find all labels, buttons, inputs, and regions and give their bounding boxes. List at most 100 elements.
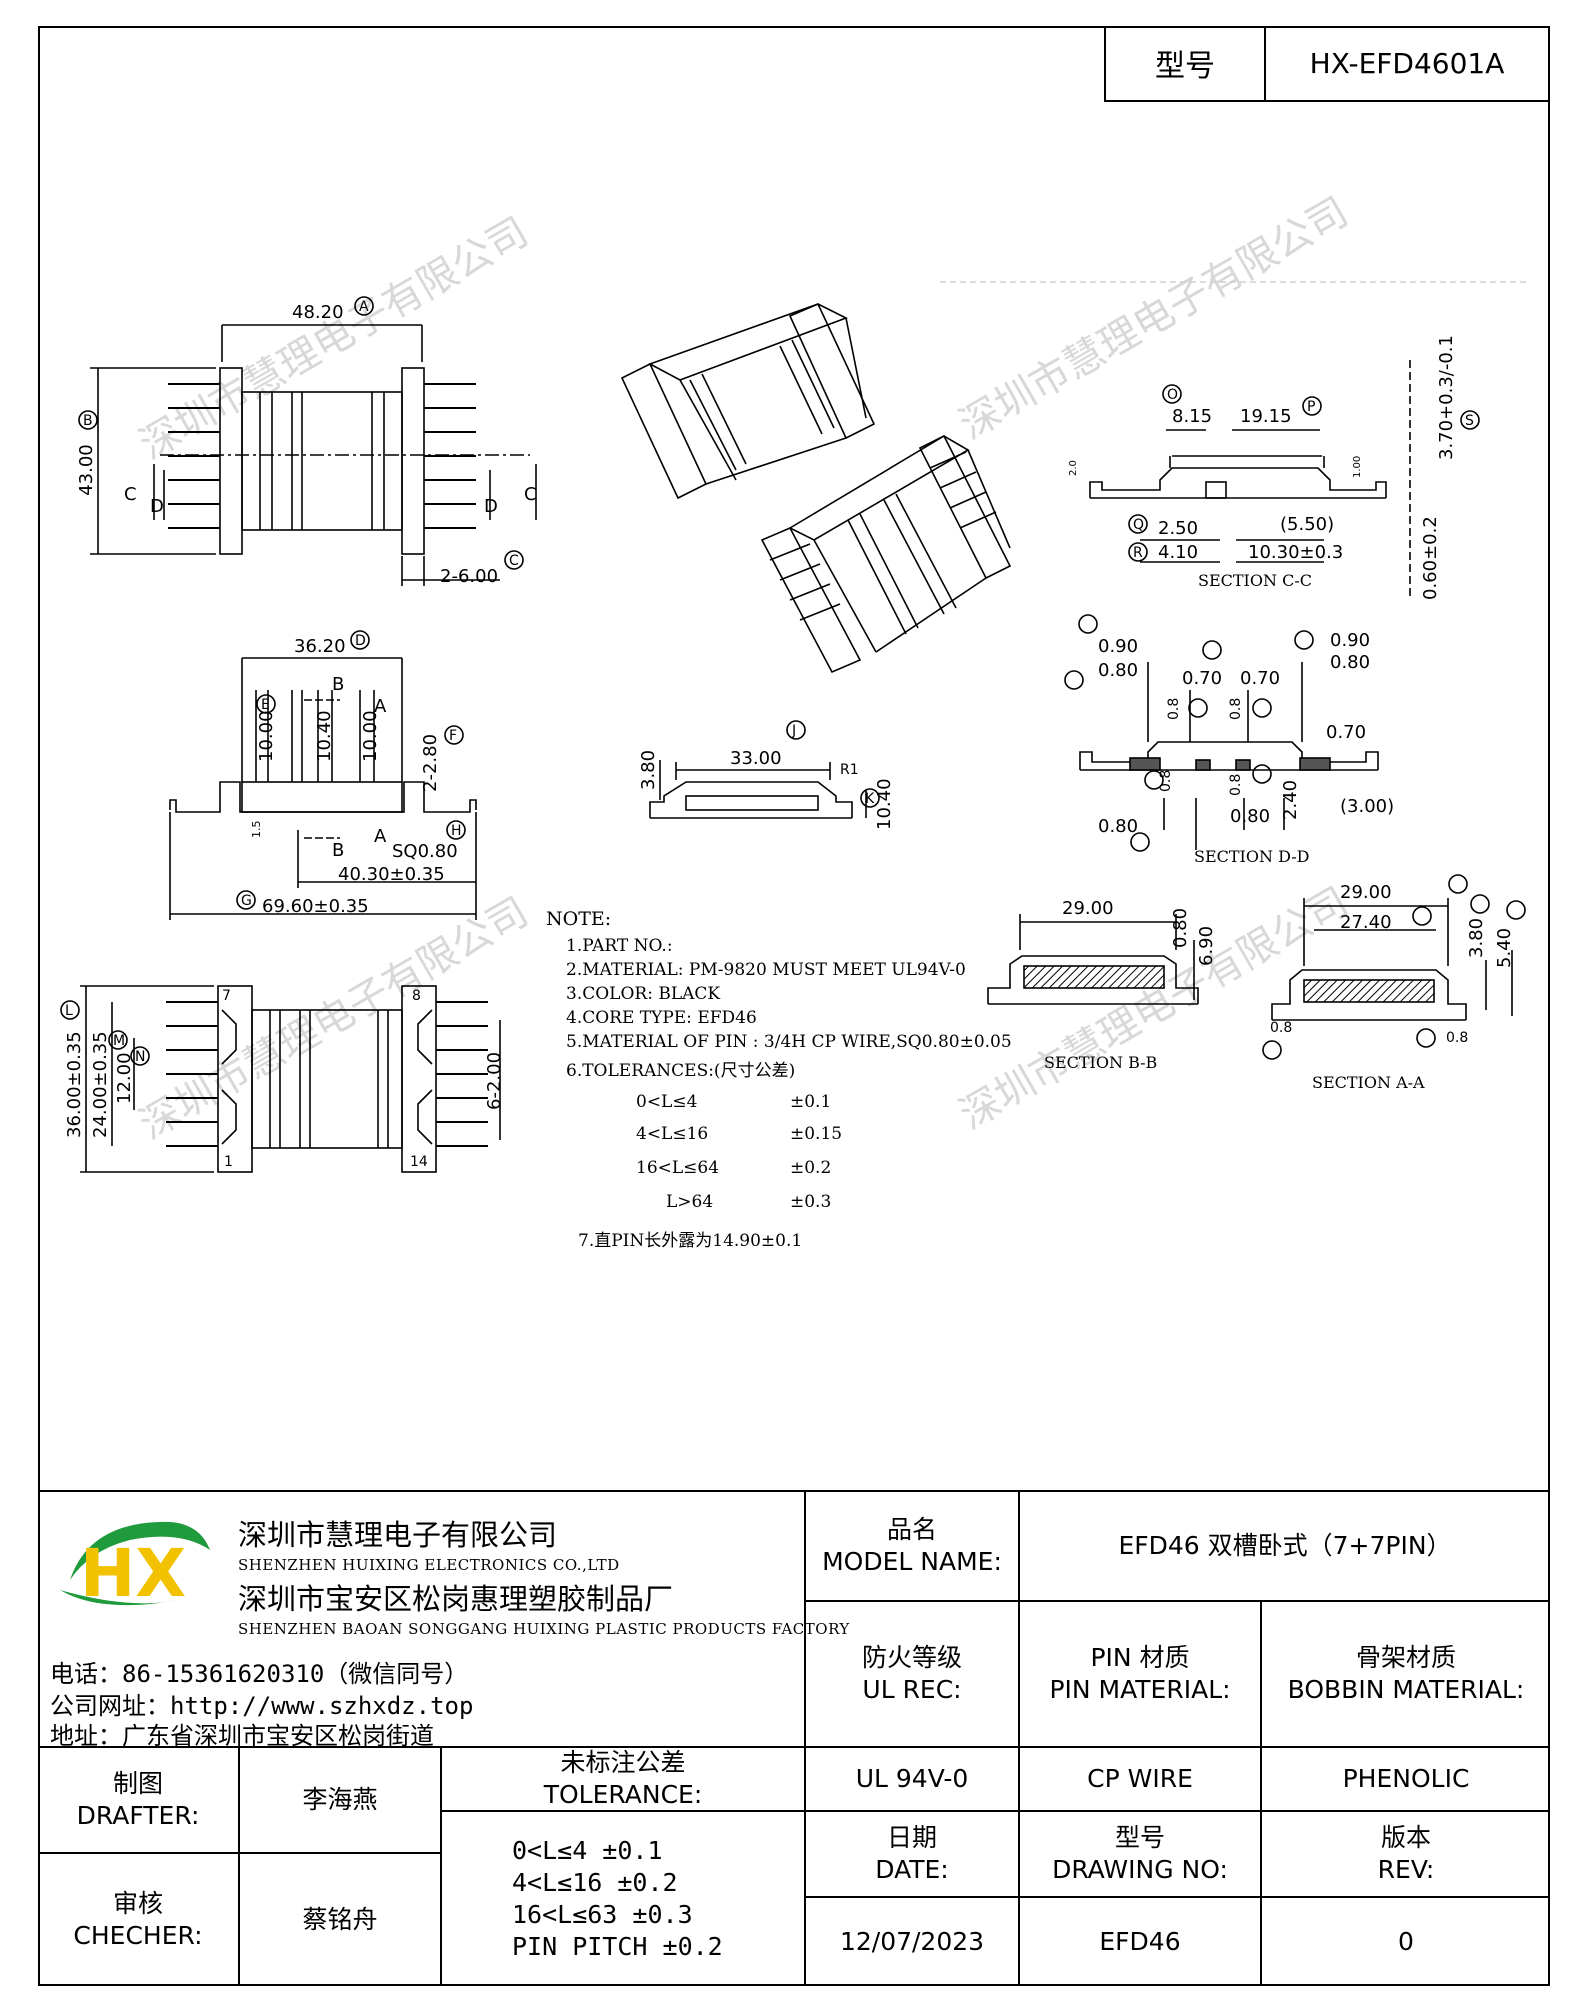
ul-rec-label: 防火等级 UL REC:: [806, 1602, 1018, 1746]
model-name-label: 品名 MODEL NAME:: [806, 1492, 1018, 1600]
pin-mat-en: PIN MATERIAL:: [1049, 1675, 1231, 1704]
dim-bb-6-90: 6.90: [1196, 926, 1217, 966]
tolerance-label: 未标注公差 TOLERANCE:: [442, 1748, 804, 1810]
company-en: SHENZHEN HUIXING ELECTRONICS CO.,LTD: [238, 1556, 620, 1574]
tag-e: E: [261, 697, 270, 713]
tag-h: H: [451, 823, 462, 839]
dim-4-10: 4.10: [1158, 542, 1198, 563]
dim-dd-0-90-a: 0.90: [1098, 636, 1138, 657]
tol-range-3: 16<L≤64: [636, 1158, 720, 1178]
label-d-right: D: [484, 496, 498, 517]
ul-value: UL 94V-0: [855, 1764, 969, 1793]
tag-o: O: [1167, 387, 1178, 403]
dim-36-20: 36.20: [294, 636, 346, 657]
title-block: HX 深圳市慧理电子有限公司 SHENZHEN HUIXING ELECTRON…: [38, 1490, 1550, 1986]
tag-c: C: [509, 553, 519, 569]
bobbin-mat-cn: 骨架材质: [1355, 1643, 1456, 1672]
side-view-tags: D E F H G: [236, 630, 466, 910]
section-cc-title: SECTION C-C: [1198, 571, 1312, 590]
note-2: 2.MATERIAL: PM-9820 MUST MEET UL94V-0: [566, 960, 966, 980]
checker-label: 审核 CHECHER:: [38, 1854, 238, 1986]
watermark-3: 深圳市慧理电子有限公司: [132, 889, 536, 1149]
dim-dd-0-70-c: 0.70: [1326, 722, 1366, 743]
dwg-cn: 型号: [1114, 1823, 1165, 1852]
bottom-view: [80, 985, 501, 1173]
dim-dd-0-8-d: 0.8: [1228, 774, 1244, 796]
bottom-view-tags: L M N: [60, 1000, 150, 1066]
dim-dd-2-40: 2.40: [1280, 780, 1301, 820]
dim-aa-3-80: 3.80: [1466, 918, 1487, 958]
dim-aa-27-40: 27.40: [1340, 912, 1392, 933]
note-6: 6.TOLERANCES:(尺寸公差): [566, 1061, 796, 1081]
date-cn: 日期: [886, 1823, 937, 1852]
checker-cn: 审核: [112, 1889, 163, 1918]
dim-2-2-80: 2-2.80: [420, 734, 441, 792]
drawing-frame: [38, 26, 1550, 1986]
dim-48-20: 48.20: [292, 302, 344, 323]
tag-l: L: [65, 1003, 73, 1019]
tol-range-4: L>64: [666, 1192, 714, 1212]
dim-dd-0-8-b: 0.8: [1228, 698, 1244, 720]
dim-8-15: 8.15: [1172, 406, 1212, 427]
date-label: 日期 DATE:: [806, 1812, 1018, 1896]
dim-dd-0-70-a: 0.70: [1182, 668, 1222, 689]
dim-3-80: 3.80: [638, 750, 659, 790]
label-d-left: D: [150, 496, 164, 517]
ul-en: UL REC:: [862, 1675, 962, 1704]
section-dd: [1079, 662, 1379, 850]
section-cc: [940, 281, 1530, 600]
pin-material-label: PIN 材质 PIN MATERIAL:: [1020, 1602, 1260, 1746]
note-5: 5.MATERIAL OF PIN : 3/4H CP WIRE,SQ0.80±…: [566, 1032, 1012, 1052]
watermark-4: 深圳市慧理电子有限公司: [952, 879, 1356, 1139]
checker-name: 蔡铭舟: [302, 1905, 378, 1934]
tag-r: R: [1133, 545, 1143, 561]
sec-b-bot: B: [332, 840, 344, 861]
tag-d: D: [355, 633, 366, 649]
dim-19-15: 19.15: [1240, 406, 1292, 427]
dwg-en: DRAWING NO:: [1052, 1855, 1228, 1884]
dim-aa-0-8-a: 0.8: [1270, 1020, 1292, 1036]
dim-dd-0-80-a: 0.80: [1098, 660, 1138, 681]
tol-line-2: 4<L≤16 ±0.2: [512, 1868, 678, 1897]
section-aa: [1271, 898, 1513, 1021]
address: 地址：广东省深圳市宝安区松岗街道: [50, 1722, 434, 1750]
technical-drawing: 深圳市慧理电子有限公司 深圳市慧理电子有限公司 深圳市慧理电子有限公司 深圳市慧…: [60, 189, 1530, 1173]
iso-view-2: [760, 434, 1012, 674]
dim-69-60: 69.60±0.35: [262, 896, 369, 917]
dim-bb-29-00: 29.00: [1062, 898, 1114, 919]
note-4: 4.CORE TYPE: EFD46: [566, 1008, 757, 1028]
drafter-label: 制图 DRAFTER:: [38, 1748, 238, 1852]
pin-material-value: CP WIRE: [1087, 1764, 1193, 1793]
drafter-cn: 制图: [112, 1769, 163, 1798]
tol-value-3: ±0.2: [790, 1158, 832, 1178]
pin-8: 8: [412, 988, 421, 1004]
note-1: 1.PART NO.:: [566, 936, 673, 956]
dim-2-50: 2.50: [1158, 518, 1198, 539]
pin-14: 14: [410, 1154, 428, 1170]
logo-swoosh-bottom: [60, 1590, 180, 1606]
tol-range-2: 4<L≤16: [636, 1124, 709, 1144]
dim-dd-3-00: (3.00): [1340, 796, 1394, 817]
website: 公司网址：http://www.szhxdz.top: [50, 1692, 474, 1720]
dim-3-70: 3.70+0.3/-0.1: [1436, 335, 1457, 460]
logo-letters: HX: [80, 1535, 186, 1612]
tag-q: Q: [1133, 517, 1144, 533]
core-view-dims: 33.00 3.80 R1 10.40: [638, 748, 895, 830]
company-cn: 深圳市慧理电子有限公司: [238, 1518, 558, 1552]
checker-en: CHECHER:: [73, 1921, 203, 1950]
tol-value-2: ±0.15: [790, 1124, 843, 1144]
model-label: 型号: [1106, 26, 1266, 100]
tol-line-4: PIN PITCH ±0.2: [512, 1932, 723, 1961]
dim-10-00-b: 10.00: [360, 710, 381, 762]
tol-value-1: ±0.1: [790, 1092, 832, 1112]
dim-dd-0-8-a: 0.8: [1166, 698, 1182, 720]
company-logo: HX: [60, 1521, 210, 1612]
dim-10-40-core: 10.40: [874, 778, 895, 830]
bottom-view-dims: 36.00±0.35 24.00±0.35 12.00 6-2.00 7 8 1…: [64, 988, 505, 1170]
dim-40-30: 40.30±0.35: [338, 864, 445, 885]
top-view: [90, 324, 537, 586]
phone: 电话：86-15361620310（微信同号）: [50, 1660, 469, 1688]
watermark-1: 深圳市慧理电子有限公司: [132, 209, 536, 469]
bobbin-material-label: 骨架材质 BOBBIN MATERIAL:: [1262, 1602, 1550, 1746]
model-header-box: 型号 HX-EFD4601A: [1104, 26, 1550, 102]
